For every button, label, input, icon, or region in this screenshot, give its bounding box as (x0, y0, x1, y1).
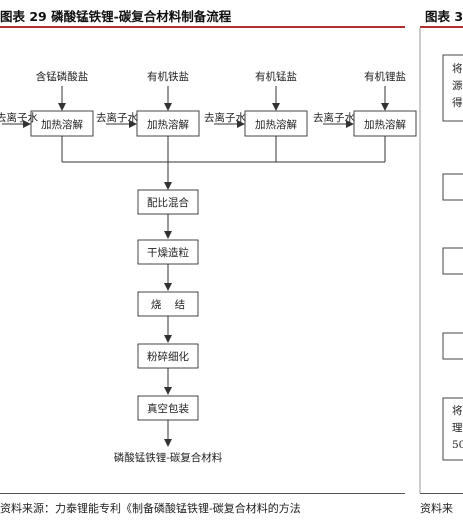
figure-header: 图表 29 磷酸锰铁锂-碳复合材料制备流程 图表 3 (0, 0, 463, 28)
source-note-right: 资料来 (420, 502, 453, 515)
right-box-5-line-2: 理 (452, 422, 463, 434)
step-text-crush: 粉碎细化 (147, 350, 189, 363)
header-rule (0, 26, 405, 28)
header-rule-right (420, 26, 463, 28)
right-box-5-line-3: 50 (452, 439, 463, 451)
right-box-1-line-2: 源 (452, 79, 463, 92)
dissolve-box-3 (244, 110, 308, 137)
step-text-pack: 真空包装 (147, 402, 189, 415)
right-box-3 (442, 247, 463, 275)
water-label-2: 去离子水 (96, 111, 138, 124)
water-label-4: 去离子水 (313, 111, 355, 124)
step-box-crush (137, 343, 199, 369)
step-box-mix (137, 189, 199, 215)
input-label-4: 有机锂盐 (364, 70, 406, 83)
input-label-2: 有机铁盐 (147, 70, 189, 83)
dissolve-box-4 (353, 110, 417, 137)
right-box-5-line-1: 将 (452, 405, 463, 417)
water-label-3: 去离子水 (204, 111, 246, 124)
dissolve-text-2: 加热溶解 (147, 118, 189, 131)
step-box-sinter (137, 291, 199, 317)
input-label-1: 含锰磷酸盐 (36, 70, 89, 83)
step-box-pack (137, 395, 199, 421)
dissolve-text-3: 加热溶解 (255, 118, 297, 131)
footer-rule (0, 493, 405, 494)
source-note: 资料来源：力泰锂能专利《制备磷酸锰铁锂-碳复合材料的方法 (0, 502, 301, 515)
product-label: 磷酸锰铁锂-碳复合材料 (114, 451, 223, 464)
right-box-2 (442, 173, 463, 201)
step-text-mix: 配比混合 (147, 196, 189, 209)
water-label-1: 去离子水 (0, 111, 38, 124)
step-text-sinter: 烧 结 (151, 298, 185, 311)
right-box-4 (442, 332, 463, 360)
right-box-5 (442, 397, 463, 461)
dissolve-text-1: 加热溶解 (41, 118, 83, 131)
right-box-1 (442, 54, 463, 122)
input-label-3: 有机锰盐 (255, 70, 297, 83)
footer-rule-right (420, 493, 463, 494)
step-text-dry: 干燥造粒 (147, 246, 189, 259)
dissolve-box-1 (30, 110, 94, 137)
right-box-1-line-3: 得 (452, 97, 463, 109)
right-box-1-line-1: 将 (452, 63, 463, 75)
dissolve-text-4: 加热溶解 (364, 118, 406, 131)
figure-title: 图表 29 磷酸锰铁锂-碳复合材料制备流程 (0, 9, 232, 24)
next-figure-title: 图表 3 (425, 9, 463, 24)
